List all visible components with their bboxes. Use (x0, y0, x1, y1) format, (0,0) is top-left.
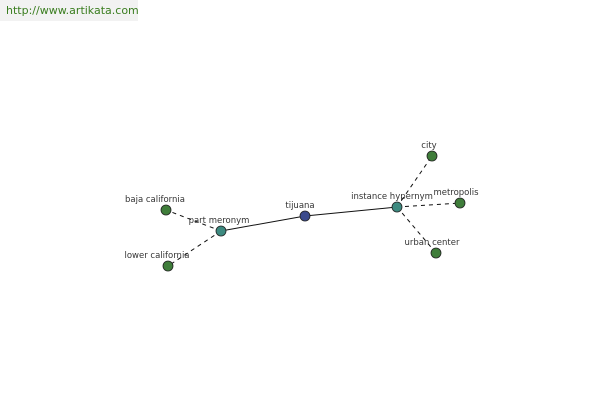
node-instance-hypernym[interactable] (391, 201, 403, 213)
edge-instance-hypernym-metropolis (396, 202, 461, 208)
node-label-city[interactable]: city (421, 141, 436, 151)
edge-tijuana-part-meronym (220, 215, 306, 232)
node-urban-center[interactable] (430, 247, 442, 259)
node-label-baja-california[interactable]: baja california (125, 195, 185, 205)
node-label-lower-california[interactable]: lower california (124, 251, 189, 261)
node-metropolis[interactable] (454, 197, 466, 209)
node-baja-california[interactable] (160, 204, 172, 216)
node-label-urban-center[interactable]: urban center (405, 238, 460, 248)
graph-edges (165, 155, 461, 267)
url-banner: http://www.artikata.com (0, 0, 139, 21)
graph-labels: tijuana part meronym instance hypernym baja… (124, 141, 479, 261)
edge-tijuana-instance-hypernym (304, 206, 398, 217)
site-url-link[interactable]: http://www.artikata.com (6, 4, 139, 17)
node-city[interactable] (426, 150, 438, 162)
node-tijuana[interactable] (299, 210, 311, 222)
node-label-metropolis[interactable]: metropolis (433, 188, 479, 198)
node-label-instance-hypernym[interactable]: instance hypernym (351, 192, 433, 202)
node-label-part-meronym[interactable]: part meronym (189, 216, 250, 226)
edge-instance-hypernym-urban-center (396, 206, 437, 254)
node-label-tijuana[interactable]: tijuana (285, 201, 314, 211)
node-part-meronym[interactable] (215, 225, 227, 237)
edge-instance-hypernym-city (396, 155, 433, 208)
node-lower-california[interactable] (162, 260, 174, 272)
edge-part-meronym-baja-california (165, 209, 222, 232)
edge-part-meronym-lower-california (167, 230, 222, 267)
graph-nodes (160, 150, 466, 272)
